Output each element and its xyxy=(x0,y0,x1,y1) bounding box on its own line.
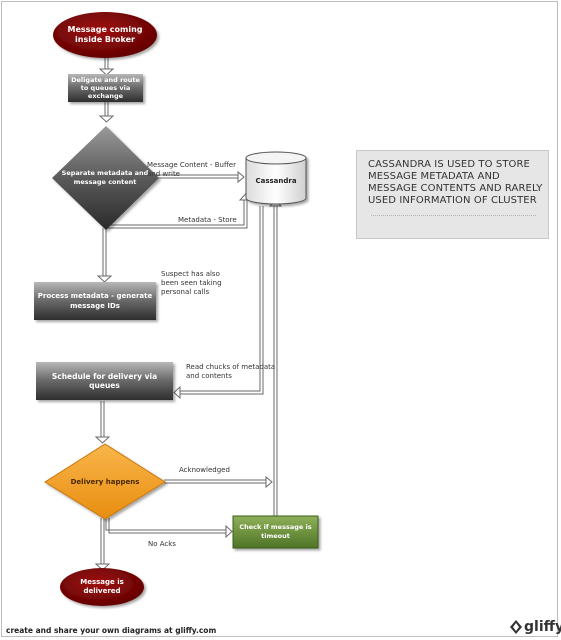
edge-metadata-store xyxy=(108,200,248,229)
edge-label-acknowledged: Acknowledged xyxy=(179,466,230,474)
delegate-node[interactable]: Deligate and route to queues via exchang… xyxy=(71,76,140,100)
schedule-node[interactable]: Schedule for delivery via queues xyxy=(51,372,158,390)
gliffy-logo-icon xyxy=(510,620,522,634)
check-node-shape xyxy=(232,515,319,549)
edge-start-delegate xyxy=(104,58,109,70)
edges xyxy=(94,58,283,571)
edge-label-read-chunks: Read chucks of metadata and contents xyxy=(186,363,276,380)
delivery-node-shape xyxy=(44,443,166,520)
edge-cassandra-schedule xyxy=(180,206,264,395)
edge-label-suspect: Suspect has also been seen taking person… xyxy=(161,270,222,296)
edge-delivery-delivered xyxy=(100,518,105,564)
delegate-node-shape xyxy=(68,74,143,102)
edge-no-acks xyxy=(105,518,226,534)
separate-node[interactable]: Separate metadata and message content xyxy=(61,169,149,186)
edge-schedule-delivery xyxy=(100,401,105,437)
check-node[interactable]: Check if message is timeout xyxy=(239,523,312,540)
separate-node-shape xyxy=(52,126,159,230)
edge-acknowledged xyxy=(164,479,266,484)
process-node[interactable]: Process metadata - generate message IDs xyxy=(37,292,153,310)
start-node[interactable]: Message coming inside Broker xyxy=(67,25,143,44)
edge-label-metadata-store: Metadata - Store xyxy=(178,216,237,224)
brand-label: gliffy xyxy=(524,619,561,635)
start-node-shape xyxy=(53,12,157,58)
footer-text[interactable]: create and share your own diagrams at gl… xyxy=(6,626,217,635)
process-node-shape xyxy=(34,282,156,320)
delivery-node[interactable]: Delivery happens xyxy=(70,477,140,486)
edge-delegate-separate xyxy=(104,101,109,116)
edge-label-no-acks: No Acks xyxy=(148,540,176,548)
delivered-node-shape xyxy=(60,568,144,606)
schedule-node-shape xyxy=(36,362,173,400)
edge-separate-process xyxy=(102,228,107,276)
delivered-node[interactable]: Message is delivered xyxy=(80,578,124,595)
edge-check-cassandra xyxy=(273,206,278,516)
note-box: CASSANDRA IS USED TO STORE MESSAGE METAD… xyxy=(356,150,549,239)
edge-label-content-buffer: Message Content - Buffer and write xyxy=(147,161,236,178)
note-divider xyxy=(371,215,536,216)
cassandra-node[interactable]: Cassandra xyxy=(255,176,297,185)
cassandra-node-shape xyxy=(245,151,307,205)
note-text: CASSANDRA IS USED TO STORE MESSAGE METAD… xyxy=(368,159,543,206)
gliffy-brand[interactable]: gliffy xyxy=(510,619,561,635)
